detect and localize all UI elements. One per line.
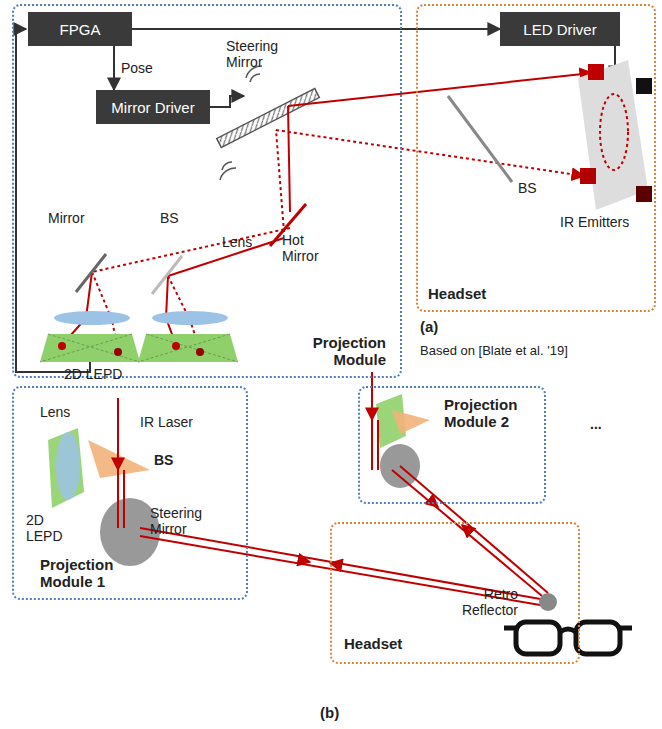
connector xyxy=(132,28,500,30)
part-label: (b) xyxy=(320,704,339,721)
steering-mirror xyxy=(217,89,320,148)
region-heading: Headset xyxy=(344,635,402,652)
ir-emitters xyxy=(578,60,652,210)
part-label: (a) xyxy=(420,318,438,335)
region-box: Headset LED Driver xyxy=(416,4,656,312)
part-label: 2D LEPD xyxy=(64,366,122,382)
driver-wire xyxy=(210,96,244,107)
process-box: Mirror Driver xyxy=(96,90,210,124)
beam-splitter xyxy=(448,96,512,182)
process-box: LED Driver xyxy=(500,12,620,46)
region-heading: Projection Module 1 xyxy=(40,556,130,591)
double-beams xyxy=(118,420,548,606)
retro-reflector xyxy=(539,593,557,611)
part-label: Hot Mirror xyxy=(282,232,334,264)
part-label: BS xyxy=(160,210,179,226)
part-label: Steering Mirror xyxy=(150,505,220,537)
part-label: BS xyxy=(518,180,537,196)
beam-splitter xyxy=(152,256,182,294)
part-label: Mirror xyxy=(48,210,85,226)
part-label: ... xyxy=(590,416,602,432)
box-label: LED Driver xyxy=(523,21,596,38)
vibration-arcs xyxy=(220,66,262,180)
region-heading: Projection Module 2 xyxy=(444,396,534,431)
connector xyxy=(113,46,115,90)
glasses xyxy=(504,622,632,654)
edge-label: Pose xyxy=(121,60,153,76)
part-label: BS xyxy=(154,452,173,468)
part-label: IR Laser xyxy=(140,414,193,430)
part-label: IR Emitters xyxy=(560,214,629,230)
lens xyxy=(54,311,130,325)
region-box: Headset xyxy=(330,522,580,664)
region-heading: Headset xyxy=(428,285,486,302)
lens xyxy=(152,311,228,325)
part-label: Lens xyxy=(222,234,252,250)
lepd-sensor xyxy=(40,334,238,362)
region-box: Projection Module FPGA Mirror Driver xyxy=(12,4,402,378)
part-label: Lens xyxy=(40,404,70,420)
region-heading: Projection Module xyxy=(286,334,386,369)
part-label: Based on [Blate et al. '19] xyxy=(420,344,568,359)
box-label: Mirror Driver xyxy=(111,99,194,116)
fold-mirror xyxy=(76,254,106,292)
box-label: FPGA xyxy=(60,21,101,38)
light-paths xyxy=(62,73,592,350)
region-box: Projection Module 2 xyxy=(358,386,546,504)
process-box: FPGA xyxy=(28,12,132,46)
part-label: Retro Reflector xyxy=(448,586,518,618)
part-label: 2D LEPD xyxy=(26,512,70,544)
part-label: Steering Mirror xyxy=(226,38,296,70)
pm2-optics xyxy=(372,372,430,488)
